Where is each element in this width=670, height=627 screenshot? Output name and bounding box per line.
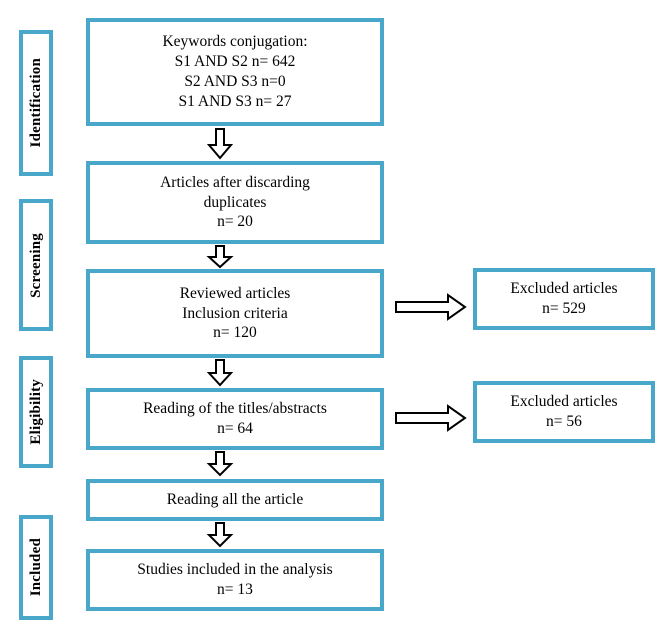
excluded-box-529-text: Excluded articles n= 529 [510, 280, 618, 317]
flow-box-reading-titles-abstracts-text: Reading of the titles/abstracts n= 64 [143, 400, 327, 437]
stage-box-included: Included [19, 515, 53, 620]
flow-box-reading-all-the-article: Reading all the article [86, 479, 384, 521]
flow-box-studies-included-text: Studies included in the analysis n= 13 [137, 561, 333, 598]
excluded-box-529: Excluded articles n= 529 [473, 268, 655, 330]
down-block-arrow-icon [205, 128, 235, 160]
stage-box-screening: Screening [19, 199, 53, 331]
right-block-arrow-icon [395, 404, 467, 432]
flow-box-studies-included: Studies included in the analysis n= 13 [86, 549, 384, 611]
stage-label-identification: Identification [27, 58, 44, 148]
flow-box-reviewed-articles: Reviewed articles Inclusion criteria n= … [86, 269, 384, 358]
flow-box-reviewed-articles-text: Reviewed articles Inclusion criteria n= … [179, 284, 291, 342]
down-block-arrow-icon [205, 359, 235, 387]
flow-box-keywords-conjugation: Keywords conjugation: S1 AND S2 n= 642 S… [86, 18, 384, 126]
flow-box-reading-titles-abstracts: Reading of the titles/abstracts n= 64 [86, 388, 384, 450]
right-block-arrow-icon [395, 293, 467, 321]
down-block-arrow-icon [205, 522, 235, 548]
stage-label-eligibility: Eligibility [27, 379, 44, 445]
down-block-arrow-icon [205, 245, 235, 269]
stage-box-identification: Identification [19, 30, 53, 176]
flow-box-reading-all-the-article-text: Reading all the article [166, 491, 304, 509]
flow-box-articles-after-discarding-duplicates: Articles after discarding duplicates n= … [86, 161, 384, 244]
down-block-arrow-icon [205, 451, 235, 477]
flow-box-keywords-conjugation-text: Keywords conjugation: S1 AND S2 n= 642 S… [162, 33, 308, 110]
stage-label-screening: Screening [27, 232, 44, 298]
excluded-box-56-text: Excluded articles n= 56 [510, 393, 618, 430]
stage-box-eligibility: Eligibility [19, 356, 53, 468]
flow-box-articles-after-discarding-duplicates-text: Articles after discarding duplicates n= … [160, 173, 310, 231]
excluded-box-56: Excluded articles n= 56 [473, 381, 655, 443]
stage-label-included: Included [27, 538, 44, 597]
